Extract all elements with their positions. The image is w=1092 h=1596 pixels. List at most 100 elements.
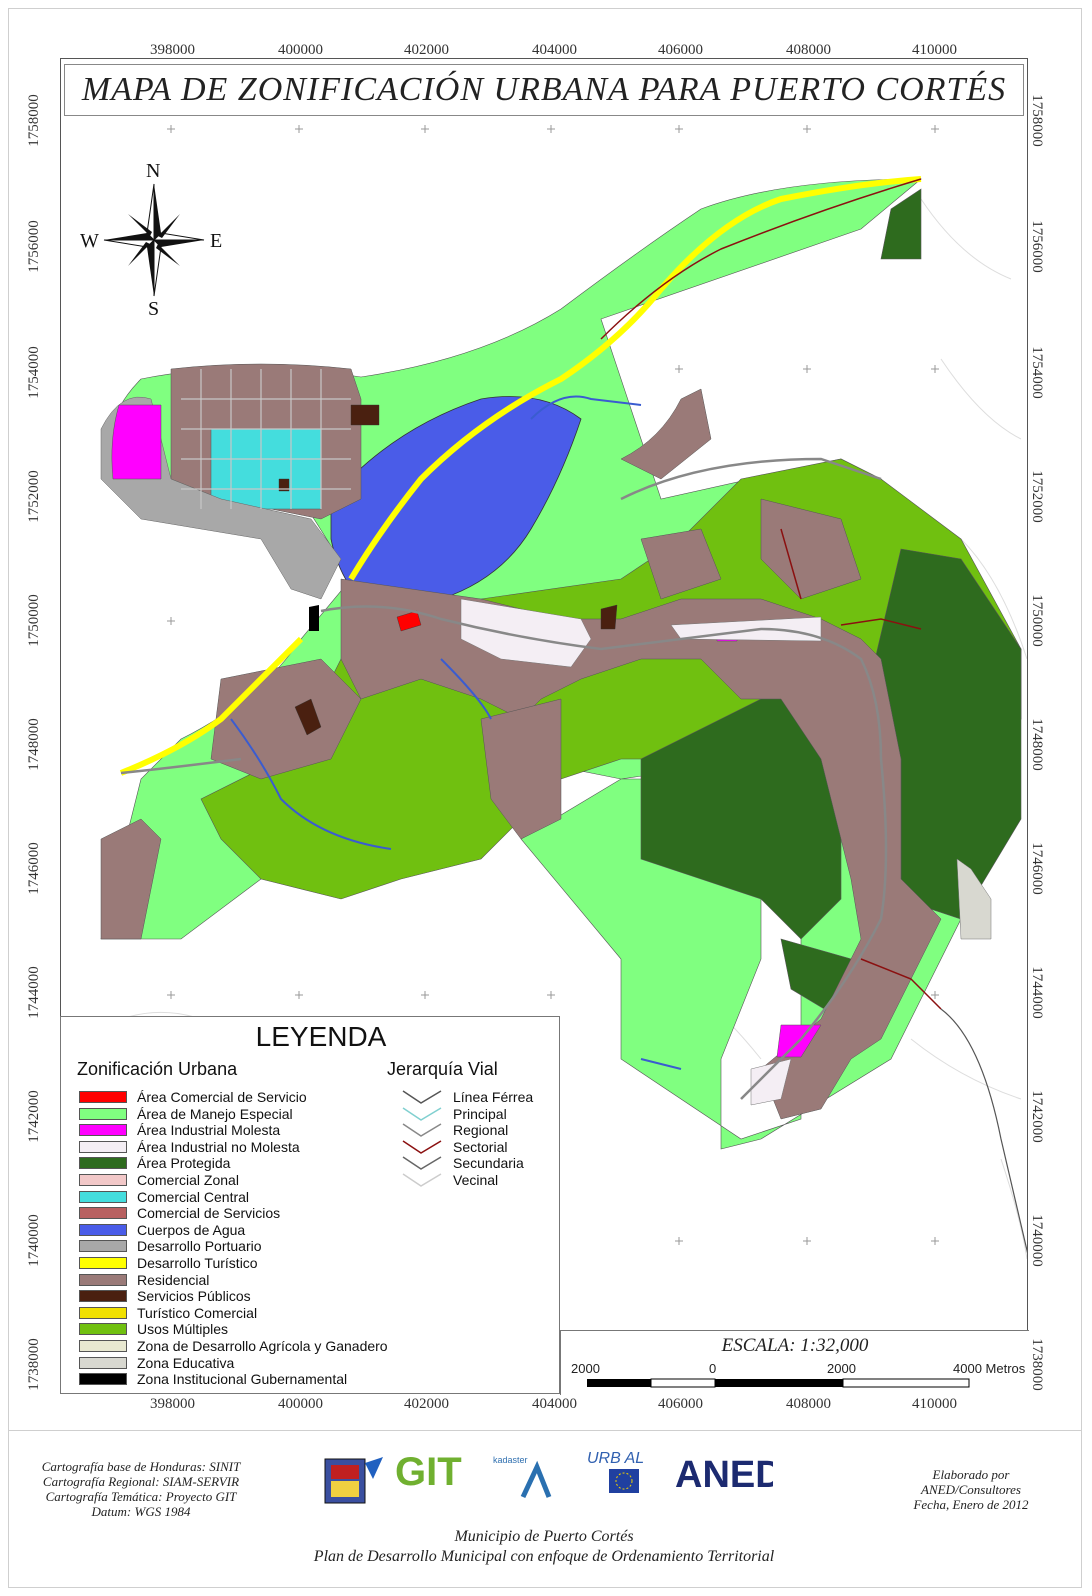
urbal-logo-text: URB AL	[587, 1450, 644, 1467]
y-coord-right-4: 1752000	[1028, 470, 1045, 523]
legend-zone-item: Área Protegida	[79, 1155, 230, 1171]
map-legend: LEYENDA Zonificación Urbana Jerarquía Vi…	[60, 1016, 560, 1394]
footer-right-line-3: Fecha, Enero de 2012	[913, 1497, 1029, 1512]
y-coord-left-7: 1746000	[25, 842, 42, 895]
y-coord-left-1: 1758000	[25, 94, 42, 147]
legend-road-item: Sectorial	[401, 1139, 507, 1155]
legend-zone-item: Área Comercial de Servicio	[79, 1089, 307, 1105]
legend-zone-label: Comercial Zonal	[137, 1172, 239, 1188]
legend-road-item: Secundaria	[401, 1155, 524, 1171]
legend-zone-label: Comercial de Servicios	[137, 1205, 281, 1222]
legend-zone-item: Zona Institucional Gubernamental	[79, 1371, 347, 1387]
footer-municipality: Municipio de Puerto Cortés	[454, 1528, 634, 1545]
footer-left-line-3: Cartografía Temática: Proyecto GIT	[45, 1489, 237, 1504]
legend-road-item: Regional	[401, 1122, 508, 1138]
legend-road-label: Regional	[453, 1122, 509, 1139]
legend-zone-item: Zona de Desarrollo Agrícola y Ganadero	[79, 1338, 388, 1354]
x-coord-bottom-1: 398000	[150, 1396, 195, 1412]
y-coord-left-2: 1756000	[25, 220, 42, 273]
scale-label-3: 2000	[827, 1361, 856, 1376]
legend-zone-label: Servicios Públicos	[137, 1288, 251, 1305]
zone-servicios-publicos	[278, 404, 618, 736]
scale-label-2: 0	[709, 1361, 717, 1376]
legend-zone-item: Servicios Públicos	[79, 1288, 251, 1304]
road-sectorial	[600, 178, 942, 1010]
legend-zone-swatch	[79, 1273, 127, 1286]
legend-road-swatch-icon	[402, 1123, 442, 1138]
legend-zone-label: Comercial Central	[137, 1188, 250, 1205]
zone-comercial-servicio	[396, 610, 422, 632]
road-linea-ferrea	[940, 1008, 1027, 1254]
legend-zone-label: Área Protegida	[137, 1155, 231, 1172]
legend-zone-label: Área Industrial Molesta	[137, 1122, 281, 1139]
y-coord-right-5: 1750000	[1028, 594, 1045, 647]
street-grid	[181, 369, 351, 509]
y-coord-right-9: 1742000	[1028, 1090, 1045, 1143]
footer-right-line-2: ANED/Consultores	[921, 1482, 1021, 1497]
x-coord-bottom-6: 408000	[786, 1396, 831, 1412]
y-coord-right-7: 1746000	[1028, 842, 1045, 895]
urbal-logo: URB AL	[587, 1447, 667, 1503]
legend-zone-swatch	[79, 1190, 127, 1203]
legend-zone-swatch	[79, 1356, 127, 1369]
legend-zone-label: Área Industrial no Molesta	[137, 1138, 300, 1155]
legend-road-swatch-icon	[402, 1090, 442, 1104]
compass-n: N	[146, 160, 161, 182]
legend-title: LEYENDA	[255, 1021, 387, 1052]
municipal-seal-icon	[324, 1457, 383, 1504]
legend-road-swatch-icon	[402, 1156, 442, 1171]
y-coord-right-10: 1740000	[1028, 1214, 1045, 1267]
legend-zone-swatch	[79, 1223, 127, 1236]
y-coord-left-11: 1738000	[25, 1338, 42, 1391]
y-coord-left-6: 1748000	[25, 718, 42, 771]
compass-e: E	[210, 230, 223, 252]
x-coord-top-1: 398000	[150, 42, 195, 58]
map-canvas[interactable]	[61, 59, 1028, 1394]
x-coord-top-3: 402000	[404, 42, 449, 58]
legend-zone-label: Usos Múltiples	[137, 1321, 229, 1338]
y-coord-right-3: 1754000	[1028, 346, 1045, 399]
legend-zone-item: Comercial de Servicios	[79, 1205, 280, 1221]
y-coord-left-4: 1752000	[25, 470, 42, 523]
legend-road-swatch-icon	[402, 1106, 442, 1121]
legend-zone-swatch	[79, 1306, 127, 1319]
scale-text: ESCALA: 1:32,000	[721, 1335, 869, 1356]
footer-left-line-1: Cartografía base de Honduras: SINIT	[41, 1459, 241, 1474]
zone-comercial-central	[210, 428, 322, 510]
y-coord-right-1: 1758000	[1028, 94, 1045, 147]
x-coord-bottom-3: 402000	[404, 1396, 449, 1412]
legend-road-item: Principal	[401, 1106, 507, 1122]
legend-road-swatch-icon	[402, 1173, 442, 1187]
legend-zone-swatch	[79, 1340, 127, 1352]
legend-zone-label: Área Comercial de Servicio	[137, 1089, 307, 1105]
legend-zone-item: Desarrollo Portuario	[79, 1238, 262, 1254]
legend-zone-item: Comercial Zonal	[79, 1172, 239, 1188]
legend-zone-item: Usos Múltiples	[79, 1321, 228, 1337]
legend-zone-label: Zona Institucional Gubernamental	[137, 1371, 348, 1388]
x-coord-top-2: 400000	[278, 42, 323, 58]
legend-road-item: Vecinal	[401, 1172, 498, 1188]
x-coord-top-5: 406000	[658, 42, 703, 58]
kadaster-logo-text: kadaster	[493, 1455, 528, 1465]
legend-road-item: Línea Férrea	[401, 1089, 533, 1105]
legend-zone-item: Turístico Comercial	[79, 1305, 257, 1321]
y-coord-left-5: 1750000	[25, 594, 42, 647]
compass-rose: N S W E	[80, 160, 232, 320]
legend-road-label: Secundaria	[453, 1155, 524, 1172]
legend-zone-label: Desarrollo Portuario	[137, 1238, 262, 1255]
legend-zone-swatch	[79, 1107, 127, 1120]
git-logo: GIT	[391, 1447, 491, 1497]
legend-zone-item: Área de Manejo Especial	[79, 1106, 293, 1122]
legend-zone-swatch	[79, 1140, 127, 1153]
zone-desarrollo-turistico	[119, 176, 922, 776]
road-regional	[120, 457, 888, 1100]
legend-zone-item: Área Industrial no Molesta	[79, 1139, 300, 1155]
y-coord-left-10: 1740000	[25, 1214, 42, 1267]
legend-zone-swatch	[79, 1257, 127, 1269]
legend-zone-label: Área de Manejo Especial	[137, 1105, 293, 1122]
x-coord-top-7: 410000	[912, 42, 957, 58]
legend-zone-swatch	[79, 1174, 127, 1186]
legend-zone-item: Comercial Central	[79, 1189, 249, 1205]
legend-road-label: Vecinal	[453, 1172, 499, 1188]
legend-zoning-header: Zonificación Urbana	[77, 1059, 238, 1079]
